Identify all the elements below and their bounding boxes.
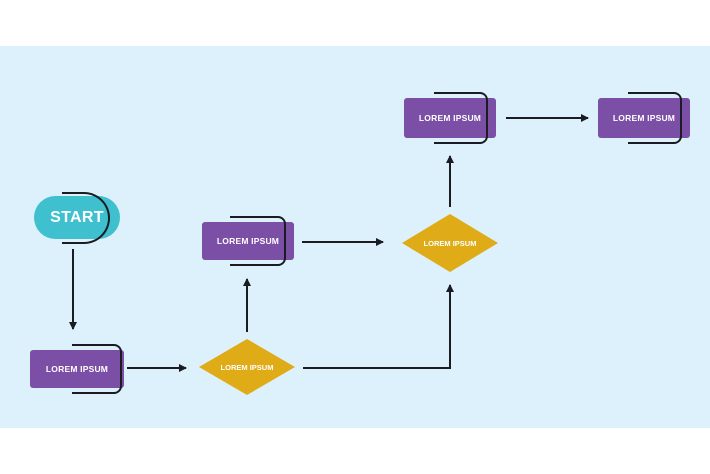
process-box: LOREM IPSUM [598,98,690,138]
process-outline [434,92,488,144]
process-box: LOREM IPSUM [404,98,496,138]
process-label: LOREM IPSUM [45,364,109,374]
process-box: LOREM IPSUM [30,350,124,388]
process-outline [230,216,286,266]
decision-label: LOREM IPSUM [423,238,477,248]
process-outline [628,92,682,144]
start-outline [62,192,110,244]
process-label: LOREM IPSUM [612,113,676,123]
process-label: LOREM IPSUM [216,236,280,246]
process-outline [72,344,122,394]
decision-label: LOREM IPSUM [220,362,274,372]
process-label: LOREM IPSUM [418,113,482,123]
arrow-d1-to-d2 [303,284,454,369]
process-box: LOREM IPSUM [202,222,294,260]
